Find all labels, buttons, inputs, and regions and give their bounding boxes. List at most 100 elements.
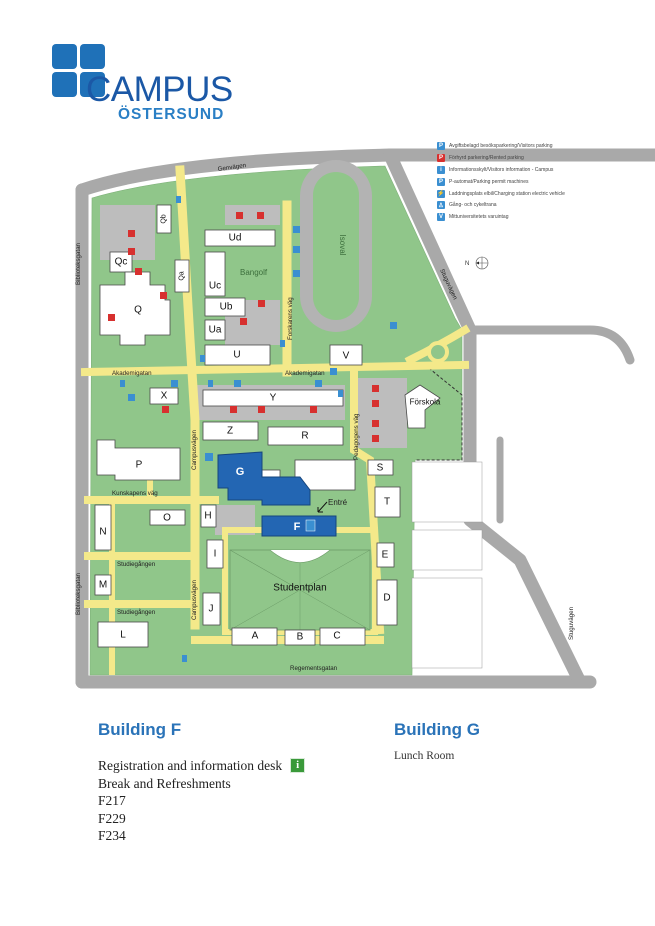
legend-item: V Mittuniversitetets varuintag [437,211,647,223]
label-Qa: Qa [179,271,186,280]
list-item: Break and Refreshments [98,775,231,791]
studentplan-label: Studentplan [273,583,326,594]
label-C: C [333,631,340,642]
logo-subtitle: ÖSTERSUND [118,106,225,123]
building-f-title: Building F [98,720,182,739]
legend-label: P-automat/Parking permit machines [449,178,529,185]
label-M: M [99,580,107,591]
label-S: S [377,463,384,474]
info-desk-icon: i [290,758,306,774]
parking-lots [100,205,407,535]
street-akademigatan-right: Akademigatan [285,370,325,377]
street-pedagogens-vag: Pedagogens väg [353,413,360,460]
legend-label: Mittuniversitetets varuintag [449,214,509,221]
label-Ud: Ud [229,233,242,244]
studentplan-area: Studentplan [229,549,371,631]
label-Ub: Ub [220,302,233,313]
label-A: A [252,631,259,642]
label-X: X [161,391,168,402]
supplier-icon: V [437,213,445,222]
label-E: E [382,550,389,561]
label-Ua: Ua [209,325,222,336]
legend-item: P P-automat/Parking permit machines [437,176,647,188]
street-studiegangen-2: Studiegången [117,609,156,616]
bangolf-label: Bangolf [240,268,268,277]
label-N: N [99,527,106,538]
legend-item: P Avgiftsbelagd besöksparkering/Visitors… [437,140,647,152]
legend-label: Avgiftsbelagd besöksparkering/Visitors p… [449,142,553,149]
label-L: L [120,630,126,641]
street-biblioteksgatan-bottom: Biblioteksgatan [75,572,82,615]
label-B: B [297,632,304,643]
list-item: F234 [98,828,126,844]
lot-east-3 [411,577,483,669]
label-Qc: Qc [115,257,128,268]
lot-east-1 [411,461,483,523]
isoval-label: Isoval [338,235,347,256]
campus-map: .st { font-family: "Liberation Sans", sa… [75,148,655,689]
building-g-shape [217,451,311,506]
label-R: R [301,431,308,442]
building-f-shape [261,515,337,537]
list-item: F229 [98,810,126,826]
roundabout [427,341,449,363]
legend-item: i Informationsskylt/Visitors information… [437,164,647,176]
label-D: D [383,593,390,604]
building-f-list: Registration and information desk i Brea… [98,757,306,845]
street-kunskapens-vag: Kunskapens väg [112,490,158,497]
label-Q: Q [134,305,142,316]
label-V: V [343,351,350,362]
street-akademigatan-left: Akademigatan [112,370,152,377]
legend-item: ⚡ Laddningsplats elbil/Charging station … [437,188,647,200]
label-G: G [236,466,245,478]
label-I: I [214,549,217,560]
label-H: H [204,511,211,522]
list-item: F217 [98,793,126,809]
list-item: Registration and information desk i [98,757,306,775]
entre-label: Entré [328,498,348,507]
buildings [94,204,441,648]
street-biblioteksgatan-top: Biblioteksgatan [75,242,82,285]
legend-label: Gång- och cykeltrana [449,202,497,209]
street-labels: Genvägen Biblioteksgatan Biblioteksgatan… [75,162,575,672]
label-T: T [384,497,390,508]
legend-label: Informationsskylt/Visitors information -… [449,166,554,173]
label-J: J [209,604,214,615]
logo-squares-icon [52,44,108,100]
legend-label: Laddningsplats elbil/Charging station el… [449,190,565,197]
parking-rented-icon: P [437,153,445,162]
charging-station-icon: ⚡ [437,189,445,198]
list-item: Lunch Room [394,750,455,762]
label-U: U [233,350,240,361]
compass-icon: N [465,256,489,270]
legend-label: Förhyrd parkering/Rented parking [449,154,524,161]
compass-label: N [465,261,469,267]
building-labels: Qb Qc Qa Q Ud Uc Ub Ua U V X Y Z R P G F… [99,214,391,642]
label-Z: Z [227,426,233,437]
pedestrian-icon: ♙ [437,201,445,210]
parking-visitor-icon: P [437,141,445,150]
map-legend: P Avgiftsbelagd besöksparkering/Visitors… [437,140,647,223]
street-forskarens-vag: Forskarens väg [287,297,294,340]
building-g-title: Building G [394,720,480,739]
building-g-list: Lunch Room [394,750,454,762]
logo-title: CAMPUS [86,70,233,109]
list-item-label: Registration and information desk [98,758,283,773]
street-regementsgatan: Regementsgatan [290,665,338,672]
info-icon: i [437,165,445,174]
map-markers [108,196,397,662]
label-Qb: Qb [161,214,168,223]
street-genvagen: Genvägen [217,162,247,173]
campus-logo: CAMPUS ÖSTERSUND [52,44,252,128]
street-studiegangen-1: Studiegången [117,561,156,568]
forskola-border [415,364,463,461]
isoval-track: Isoval [300,160,372,332]
label-Uc: Uc [209,281,221,292]
street-campusvagen-1: Campusvägen [191,430,198,470]
label-Y: Y [270,393,277,404]
lot-east-2 [411,529,483,571]
building-f-info-icon [305,519,316,532]
legend-item: P Förhyrd parkering/Rented parking [437,152,647,164]
label-P: P [136,460,143,471]
forskola-label: Förskola [410,398,441,407]
